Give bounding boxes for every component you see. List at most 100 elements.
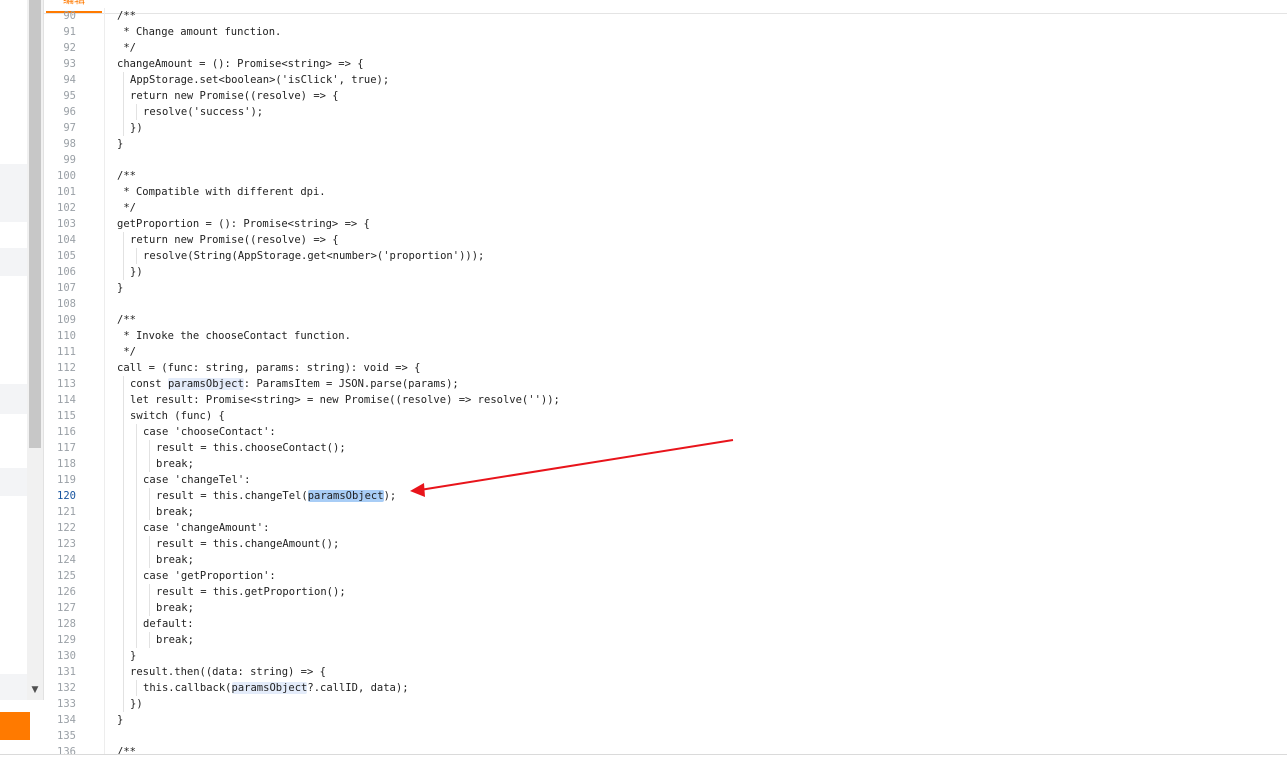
highlighted-identifier[interactable]: paramsObject bbox=[167, 378, 244, 390]
indent-guide bbox=[123, 440, 124, 456]
code-line[interactable]: */ bbox=[105, 40, 1287, 56]
sidebar-item-block[interactable] bbox=[0, 384, 27, 414]
code-line[interactable]: result = this.chooseContact(); bbox=[105, 440, 1287, 456]
line-number: 103 bbox=[57, 218, 76, 230]
code-line[interactable]: break; bbox=[105, 632, 1287, 648]
code-line[interactable]: resolve('success'); bbox=[105, 104, 1287, 120]
indent-guide bbox=[123, 456, 124, 472]
left-scrollbar[interactable] bbox=[27, 0, 44, 700]
code-line[interactable]: getProportion = (): Promise<string> => { bbox=[105, 216, 1287, 232]
code-line[interactable]: case 'chooseContact': bbox=[105, 424, 1287, 440]
line-number: 122 bbox=[57, 522, 76, 534]
line-number: 101 bbox=[57, 186, 76, 198]
code-line[interactable]: break; bbox=[105, 504, 1287, 520]
sidebar-item-block[interactable] bbox=[0, 674, 27, 700]
code-line[interactable]: } bbox=[105, 280, 1287, 296]
code-line[interactable]: break; bbox=[105, 600, 1287, 616]
code-line[interactable]: switch (func) { bbox=[105, 408, 1287, 424]
code-line[interactable]: /** bbox=[105, 168, 1287, 184]
code-line[interactable]: }) bbox=[105, 120, 1287, 136]
indent-guide bbox=[123, 664, 124, 680]
code-text: /** bbox=[117, 746, 136, 754]
code-line[interactable]: }) bbox=[105, 696, 1287, 712]
code-line[interactable] bbox=[105, 296, 1287, 312]
sidebar-item-block[interactable] bbox=[0, 248, 27, 276]
indent-guide bbox=[123, 424, 124, 440]
line-number: 114 bbox=[57, 394, 76, 406]
code-line[interactable]: */ bbox=[105, 200, 1287, 216]
indent-guide bbox=[123, 248, 124, 264]
indent-guide bbox=[123, 600, 124, 616]
code-line[interactable]: result = this.changeTel(paramsObject); bbox=[105, 488, 1287, 504]
scroll-down-arrow-icon[interactable]: ▼ bbox=[31, 685, 39, 695]
indent-guide bbox=[123, 408, 124, 424]
code-line[interactable]: case 'getProportion': bbox=[105, 568, 1287, 584]
code-line[interactable]: result = this.getProportion(); bbox=[105, 584, 1287, 600]
line-number: 130 bbox=[57, 650, 76, 662]
code-line[interactable]: * Change amount function. bbox=[105, 24, 1287, 40]
code-line[interactable]: return new Promise((resolve) => { bbox=[105, 88, 1287, 104]
line-number: 98 bbox=[63, 138, 76, 150]
sidebar-item-block[interactable] bbox=[0, 468, 27, 496]
code-line[interactable]: AppStorage.set<boolean>('isClick', true)… bbox=[105, 72, 1287, 88]
code-line[interactable]: result = this.changeAmount(); bbox=[105, 536, 1287, 552]
line-number: 97 bbox=[63, 122, 76, 134]
code-line[interactable]: } bbox=[105, 136, 1287, 152]
code-text: ); bbox=[383, 490, 397, 502]
indent-guide bbox=[149, 504, 150, 520]
selected-identifier[interactable]: paramsObject bbox=[307, 490, 384, 502]
scrollbar-thumb[interactable] bbox=[29, 0, 41, 448]
code-line[interactable]: call = (func: string, params: string): v… bbox=[105, 360, 1287, 376]
code-text: let result: Promise<string> = new Promis… bbox=[130, 394, 560, 406]
code-line[interactable]: this.callback(paramsObject?.callID, data… bbox=[105, 680, 1287, 696]
line-number: 102 bbox=[57, 202, 76, 214]
code-line[interactable]: result.then((data: string) => { bbox=[105, 664, 1287, 680]
code-line[interactable]: let result: Promise<string> = new Promis… bbox=[105, 392, 1287, 408]
line-number: 115 bbox=[57, 410, 76, 422]
code-text: break; bbox=[156, 458, 194, 470]
code-text: break; bbox=[156, 634, 194, 646]
code-text: /** bbox=[117, 10, 136, 22]
indent-guide bbox=[149, 440, 150, 456]
code-line[interactable]: } bbox=[105, 712, 1287, 728]
sidebar-item-block[interactable] bbox=[0, 164, 27, 222]
code-line[interactable]: changeAmount = (): Promise<string> => { bbox=[105, 56, 1287, 72]
highlighted-identifier[interactable]: paramsObject bbox=[231, 682, 308, 694]
code-line[interactable]: case 'changeAmount': bbox=[105, 520, 1287, 536]
line-number: 93 bbox=[63, 58, 76, 70]
indent-guide bbox=[123, 472, 124, 488]
code-line[interactable] bbox=[105, 728, 1287, 744]
line-number: 129 bbox=[57, 634, 76, 646]
code-line[interactable]: * Invoke the chooseContact function. bbox=[105, 328, 1287, 344]
code-line[interactable]: break; bbox=[105, 552, 1287, 568]
code-line[interactable]: return new Promise((resolve) => { bbox=[105, 232, 1287, 248]
code-line[interactable]: case 'changeTel': bbox=[105, 472, 1287, 488]
line-number: 99 bbox=[63, 154, 76, 166]
code-line[interactable]: */ bbox=[105, 344, 1287, 360]
code-text: /** bbox=[117, 170, 136, 182]
sidebar-orange-button[interactable] bbox=[0, 712, 30, 740]
code-text: changeAmount = (): Promise<string> => { bbox=[117, 58, 364, 70]
indent-guide bbox=[149, 584, 150, 600]
code-editor[interactable]: /** * Change amount function. */ changeAm… bbox=[105, 8, 1287, 754]
code-text: case 'chooseContact': bbox=[143, 426, 276, 438]
code-line[interactable]: const paramsObject: ParamsItem = JSON.pa… bbox=[105, 376, 1287, 392]
line-number: 125 bbox=[57, 570, 76, 582]
code-line[interactable]: } bbox=[105, 648, 1287, 664]
code-line[interactable]: resolve(String(AppStorage.get<number>('p… bbox=[105, 248, 1287, 264]
code-line[interactable]: }) bbox=[105, 264, 1287, 280]
code-text: } bbox=[117, 714, 124, 726]
line-number: 111 bbox=[57, 346, 76, 358]
code-line[interactable]: * Compatible with different dpi. bbox=[105, 184, 1287, 200]
code-line[interactable]: /** bbox=[105, 312, 1287, 328]
code-line[interactable]: break; bbox=[105, 456, 1287, 472]
code-text: */ bbox=[117, 346, 136, 358]
line-number: 113 bbox=[57, 378, 76, 390]
code-line[interactable] bbox=[105, 152, 1287, 168]
code-line[interactable]: default: bbox=[105, 616, 1287, 632]
tab-edit[interactable]: 编辑 bbox=[46, 0, 102, 13]
code-text: getProportion = (): Promise<string> => { bbox=[117, 218, 370, 230]
indent-guide bbox=[123, 264, 124, 280]
code-line[interactable]: /** bbox=[105, 744, 1287, 754]
code-line[interactable]: /** bbox=[105, 8, 1287, 24]
